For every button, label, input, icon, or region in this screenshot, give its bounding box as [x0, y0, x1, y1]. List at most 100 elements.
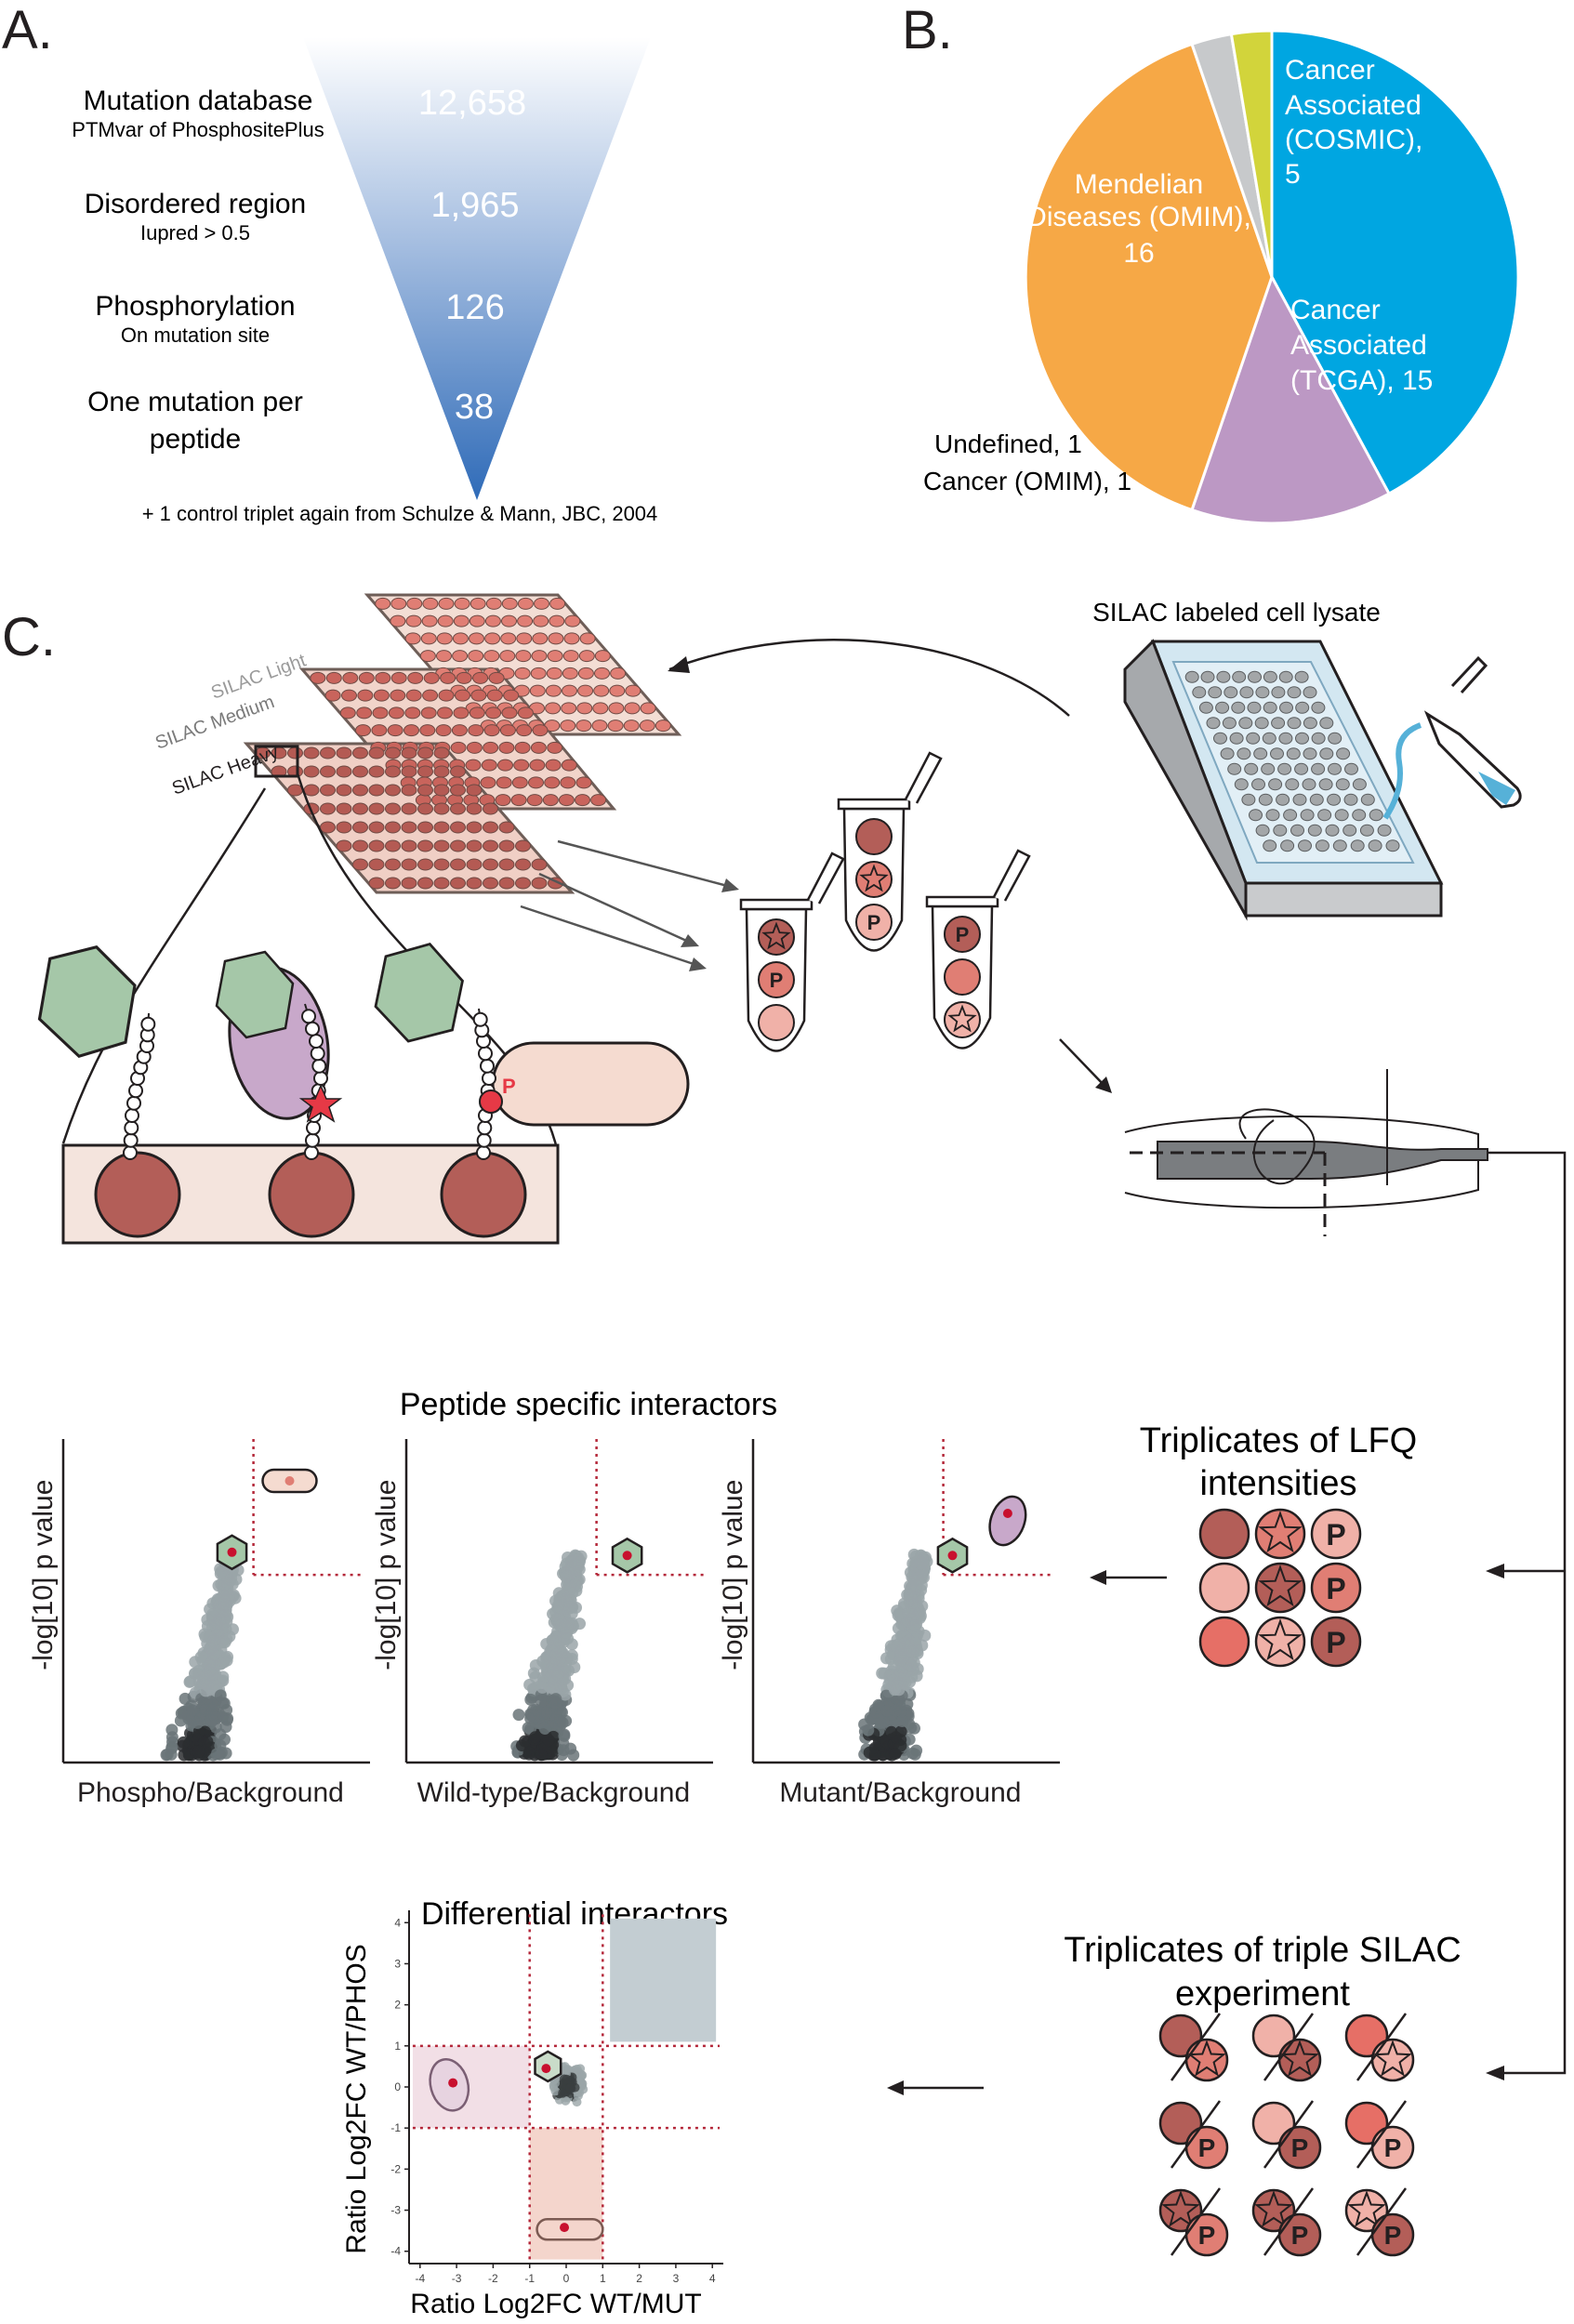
protein-point [165, 1742, 179, 1755]
plate-well [320, 746, 336, 759]
plate-well [466, 821, 483, 834]
pie-slice-5 [1229, 29, 1274, 278]
plate-well [624, 702, 641, 715]
panel-a-letter: A. [2, 0, 53, 60]
step-2-title: Disordered region [85, 189, 306, 219]
plate-well [498, 839, 515, 852]
pie-label-cosmic-2: Associated [1285, 90, 1422, 121]
plate-well [575, 720, 592, 733]
tray-well [1254, 717, 1269, 730]
tray-well [1300, 809, 1315, 822]
plate-well [405, 689, 422, 702]
amino-acid-residue [476, 1145, 491, 1160]
protein-point [910, 1670, 923, 1683]
plate-well [352, 746, 368, 759]
protein-point [868, 1749, 881, 1762]
phospho-mark: P [1326, 1518, 1345, 1552]
tube-peptide-mutant [855, 861, 893, 898]
plate-well [303, 784, 320, 797]
amino-acid-residue [140, 1016, 156, 1032]
plate-well [534, 597, 549, 610]
plate-well [385, 858, 401, 871]
tray-well [1287, 717, 1302, 730]
plate-well [438, 689, 455, 702]
plate-well [368, 802, 385, 815]
plate-well [500, 632, 517, 645]
x-tick-label: -3 [452, 2272, 462, 2285]
plate-well [639, 720, 655, 733]
shared-interactor-region [610, 1918, 717, 2042]
protein-point [191, 1716, 204, 1729]
protein-point [909, 1607, 922, 1620]
tray-well [1283, 809, 1298, 822]
pie-label-mendelian-1: Mendelian [1075, 169, 1203, 200]
tray-well [1227, 762, 1242, 775]
plate-well [320, 765, 336, 778]
plate-well [368, 765, 385, 778]
plate-well [433, 858, 450, 871]
bead-2 [268, 1151, 355, 1238]
plate-well [498, 741, 515, 754]
mutant-star-icon [1280, 2040, 1319, 2077]
tray-well [1238, 717, 1253, 730]
plate-well [577, 684, 594, 697]
phospho-mark: P [1384, 2133, 1402, 2162]
step-4-title: One mutation per [87, 387, 303, 417]
tray-well [1271, 717, 1286, 730]
interactor-dot [560, 2223, 570, 2233]
lfq-peptide [1310, 1508, 1362, 1560]
plate-well [336, 839, 352, 852]
amino-acid-residue [126, 1095, 141, 1111]
tray-well [1277, 762, 1292, 775]
tray-well [1319, 717, 1334, 730]
lfq-peptide [1198, 1562, 1250, 1614]
protein-point [563, 1602, 576, 1615]
tray-well [1273, 824, 1288, 837]
amino-acid-residue [124, 1120, 139, 1136]
phospho-label: P [502, 1075, 516, 1098]
protein-point [908, 1619, 921, 1632]
tray-well [1368, 839, 1382, 852]
protein-point [535, 1749, 548, 1762]
protein-point [184, 1675, 197, 1688]
amino-acid-residue [125, 1108, 139, 1123]
tray-wells [1184, 670, 1400, 852]
plate-well [495, 794, 511, 807]
tube-3: P [925, 849, 1031, 1050]
protein-point [573, 1563, 586, 1576]
tray-well [1294, 670, 1309, 683]
plate-well [450, 858, 466, 871]
protein-point [916, 1553, 929, 1566]
tray-well [1231, 701, 1246, 714]
plate-well [469, 632, 484, 645]
plate-well [470, 689, 487, 702]
tray-well [1369, 809, 1383, 822]
tray-well [1311, 762, 1326, 775]
protein-point [562, 1552, 574, 1564]
pie-slice-2 [1190, 273, 1392, 525]
plate-well [594, 667, 610, 680]
protein-point [892, 1622, 905, 1635]
plate-well [466, 858, 483, 871]
panel-b-letter: B. [902, 0, 953, 60]
plate-well [325, 671, 342, 684]
mutant-star-icon [1347, 2190, 1386, 2227]
plate-well [483, 858, 498, 871]
tray-well [1335, 778, 1350, 791]
plate-well [592, 702, 609, 715]
protein-point [574, 1618, 586, 1631]
plate-well [486, 689, 503, 702]
plate-well [545, 684, 562, 697]
tray-well [1278, 732, 1293, 745]
protein-point [536, 1671, 549, 1684]
plate-well [404, 632, 421, 645]
tray-well [1198, 701, 1213, 714]
plate-well [371, 724, 388, 737]
plate-well [579, 632, 596, 645]
phospho-mark: P [1291, 2133, 1309, 2162]
plate-well [549, 614, 565, 627]
plate-well [545, 759, 562, 772]
plate-well [375, 597, 391, 610]
ratio-slash [1263, 2187, 1315, 2256]
panel-a: A. Mutation database PTMvar of Phosphosi… [2, 0, 657, 525]
